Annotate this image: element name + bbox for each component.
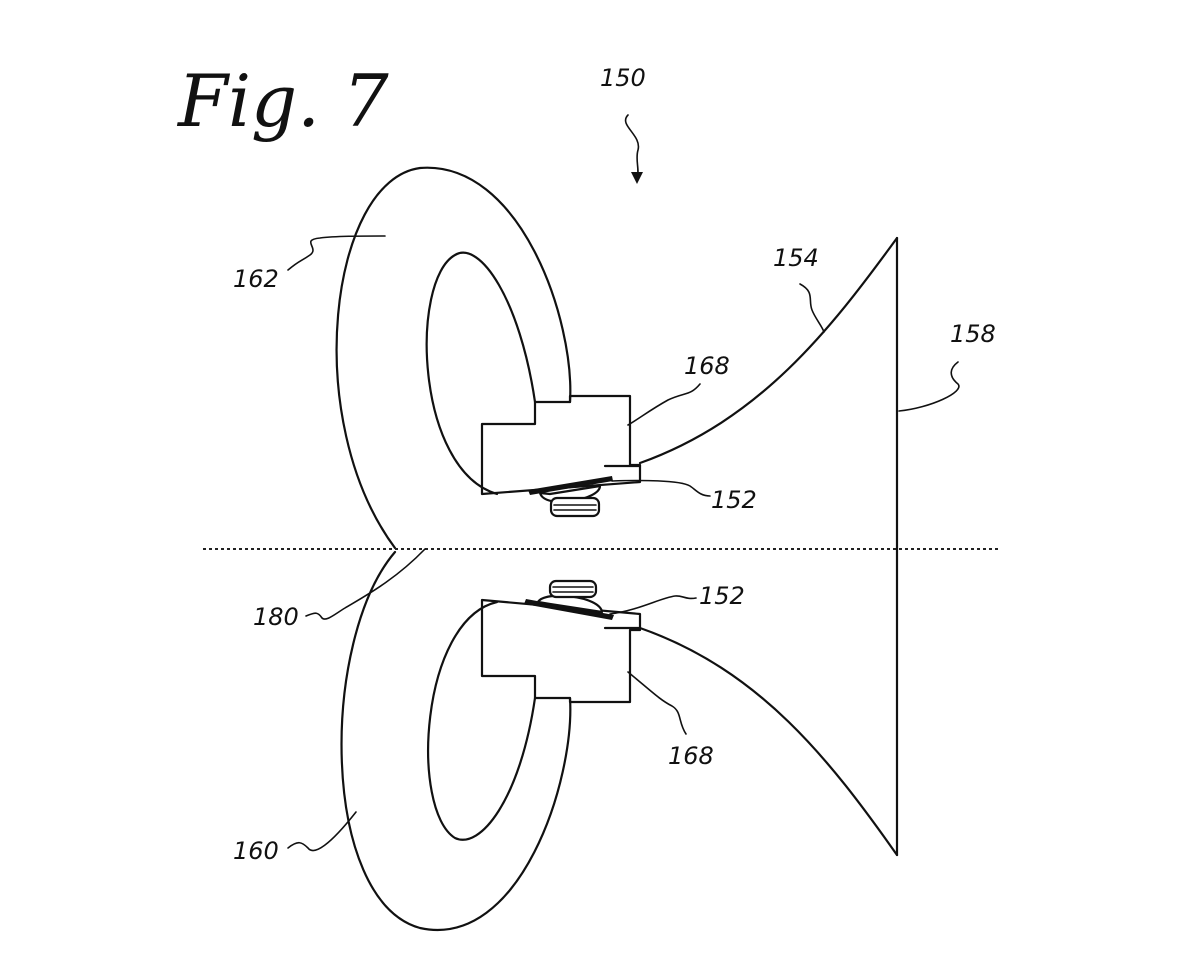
leader-160 — [287, 811, 357, 852]
horn-flare-upper — [638, 236, 899, 465]
horn-flare-lower — [638, 626, 899, 857]
upper-driver-diaphragm — [528, 476, 613, 495]
lower-housing — [480, 598, 642, 704]
leader-152-lower — [609, 595, 697, 615]
label-160: 160 — [233, 837, 279, 865]
label-150: 150 — [600, 64, 646, 92]
upper-tube-inner — [425, 251, 537, 496]
upper-housing — [480, 394, 642, 496]
label-152-lower: 152 — [699, 582, 745, 610]
assembly-arrow-leader — [624, 114, 640, 179]
upper-driver-cap — [549, 496, 601, 518]
figure-title: Fig. 7 — [176, 59, 389, 143]
label-168-lower: 168 — [668, 742, 714, 770]
lower-driver-body — [536, 594, 604, 614]
label-154: 154 — [773, 244, 819, 272]
label-180: 180 — [253, 603, 299, 631]
leader-158 — [898, 361, 960, 412]
label-162: 162 — [233, 265, 279, 293]
leader-180 — [305, 548, 426, 620]
assembly-arrowhead — [631, 172, 643, 184]
lower-driver-cap — [548, 579, 598, 599]
upper-tube-outer — [335, 166, 572, 550]
leader-168-lower — [627, 671, 687, 735]
leader-152-upper — [611, 479, 711, 497]
label-168-upper: 168 — [684, 352, 730, 380]
lower-tube-inner — [427, 600, 537, 841]
leader-168-upper — [627, 383, 701, 426]
leader-154 — [799, 283, 825, 333]
lower-tube-outer — [340, 550, 572, 931]
label-152-upper: 152 — [711, 486, 757, 514]
label-158: 158 — [950, 320, 996, 348]
leader-162 — [287, 235, 386, 271]
